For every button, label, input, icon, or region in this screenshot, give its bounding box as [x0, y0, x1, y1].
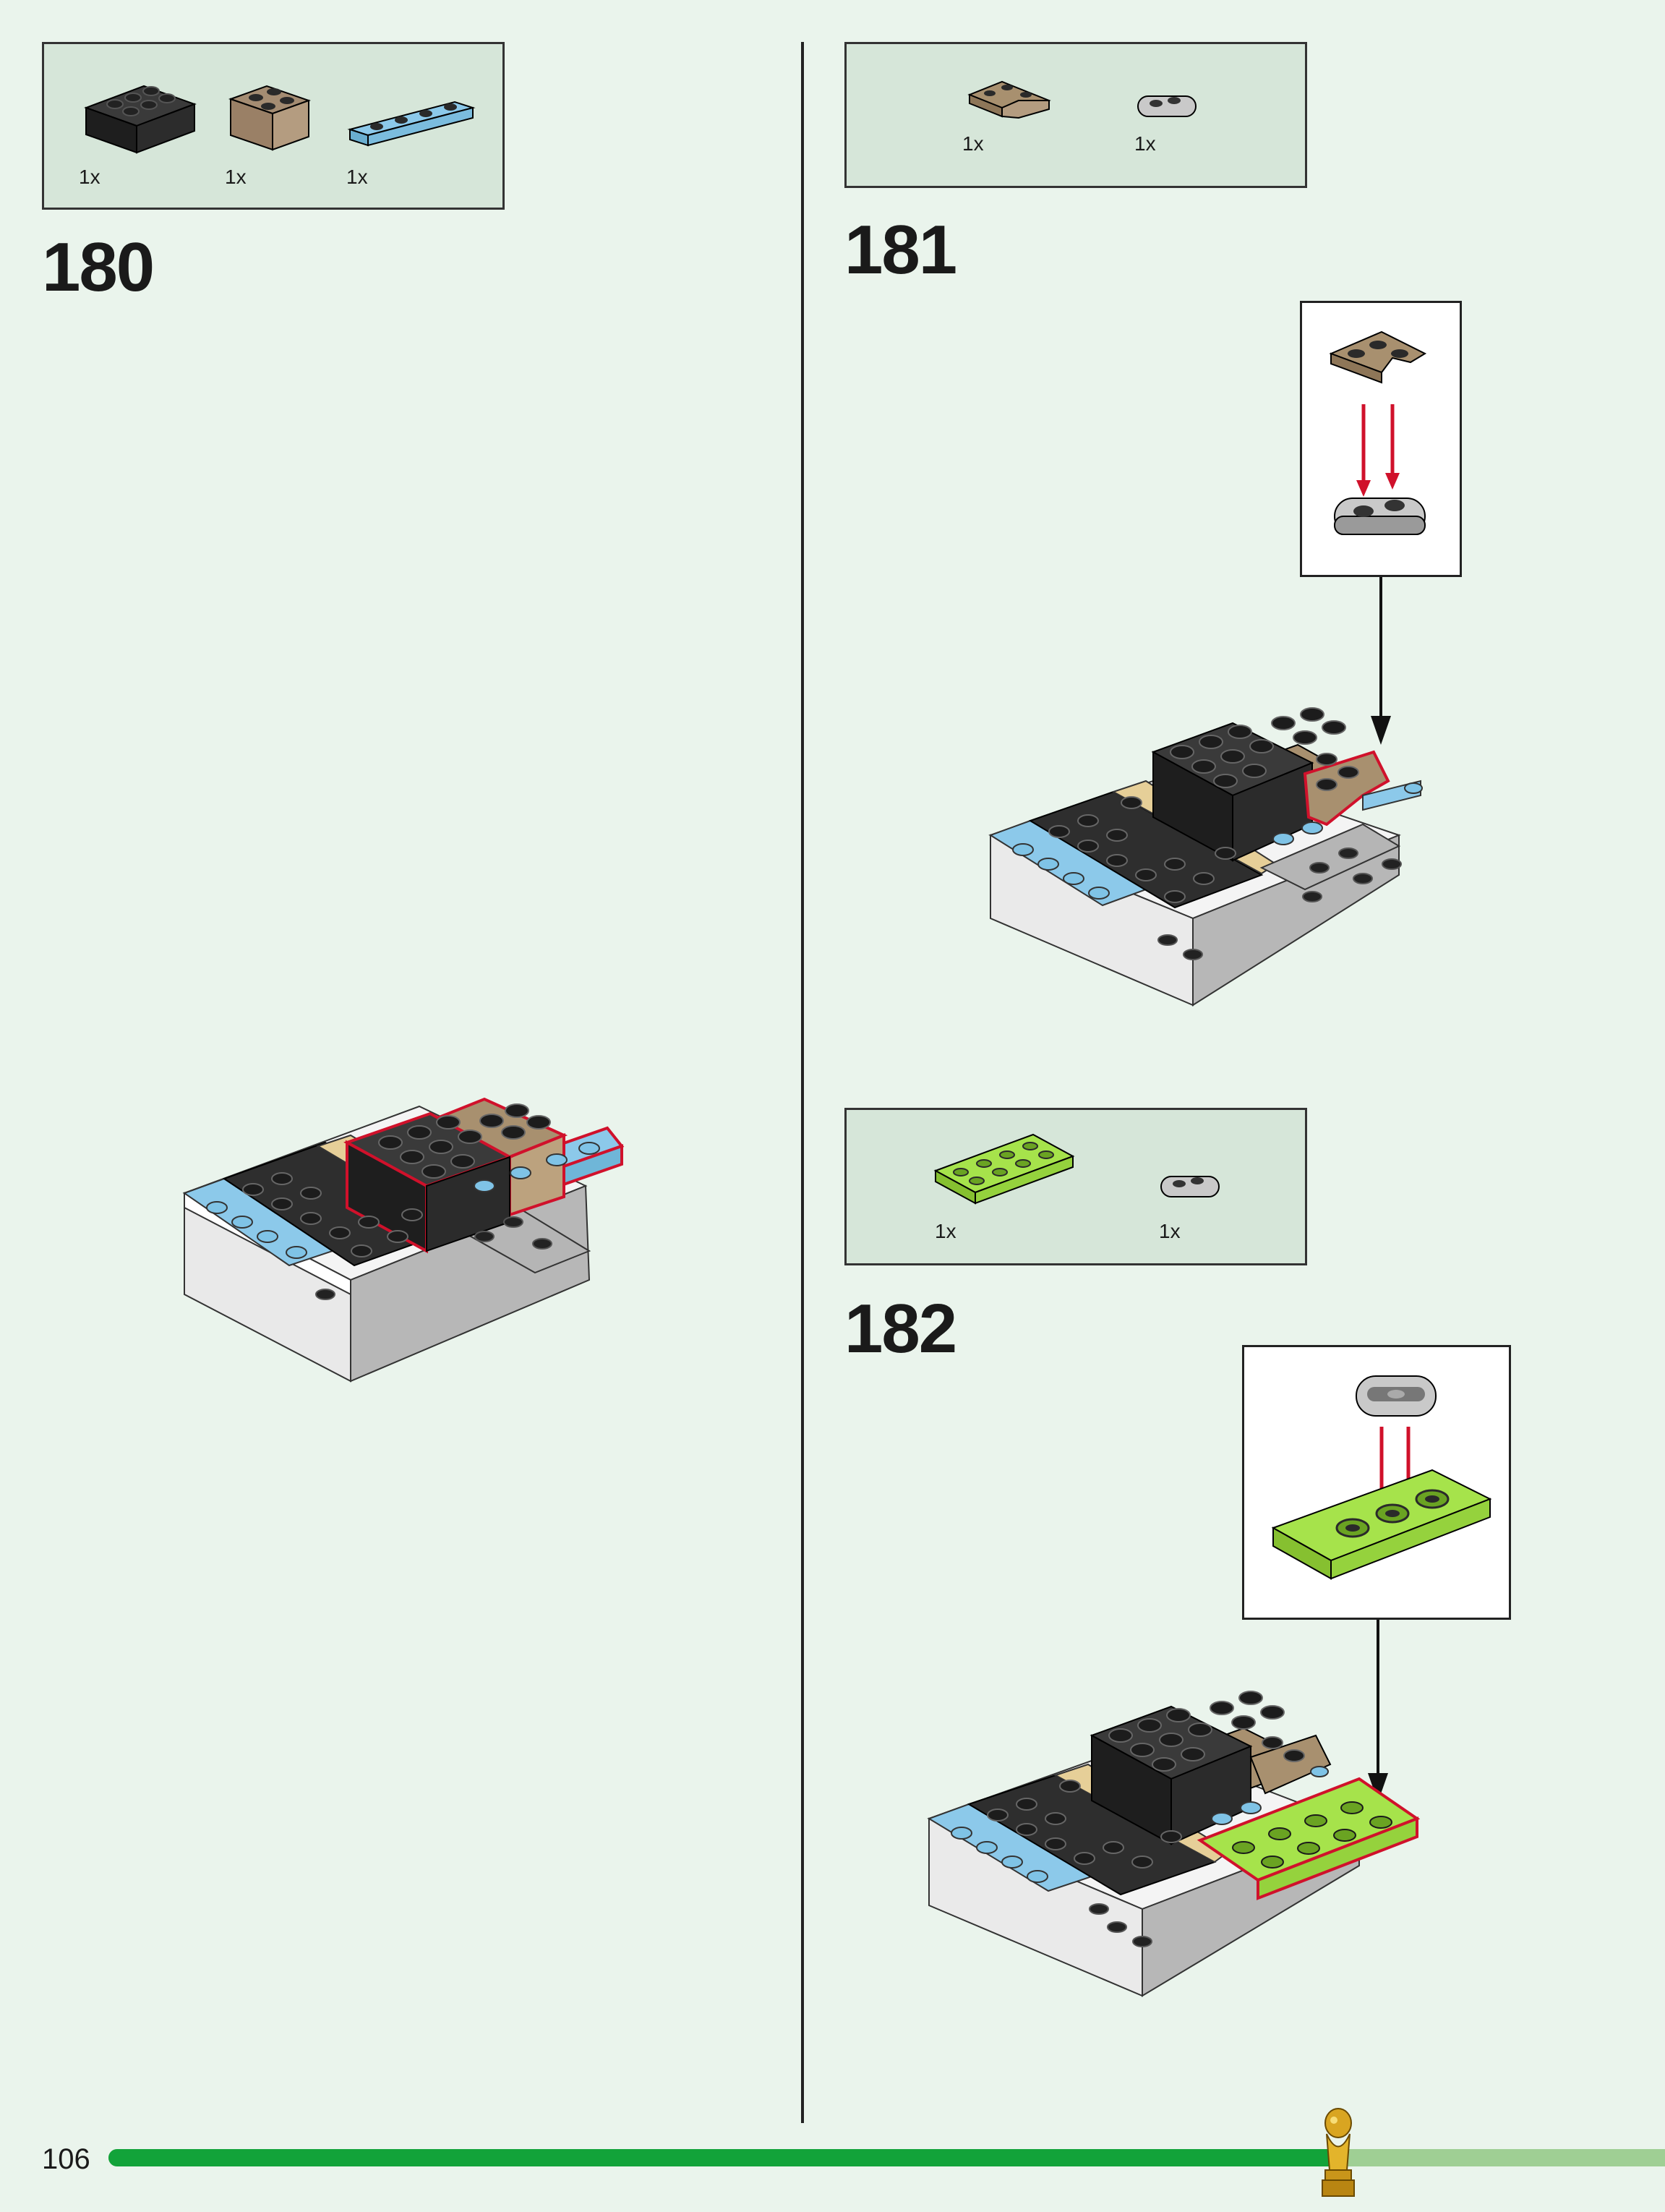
step-number: 182 [844, 1290, 957, 1367]
column-divider [801, 42, 804, 2123]
qty-label: 1x [962, 132, 984, 155]
parts-box-step-180: 1x 1x 1x [42, 42, 505, 210]
assembly-arrow [1371, 577, 1391, 745]
step-number: 180 [42, 229, 155, 306]
progress-completed [108, 2149, 1338, 2166]
qty-label: 1x [1134, 132, 1156, 155]
part-grey-jumper-plate [1160, 1176, 1220, 1197]
red-arrow [1356, 404, 1400, 497]
assembly-arrow [1368, 1620, 1388, 1802]
sub-assembly-callout-182 [1242, 1345, 1511, 1620]
assembly-model-step-180 [182, 1097, 625, 1383]
qty-label: 1x [1159, 1220, 1181, 1242]
part-black-brick-2x3 [84, 85, 197, 154]
page-number: 106 [42, 2143, 90, 2175]
parts-box-step-181: 1x 1x [844, 42, 1307, 188]
qty-label: 1x [346, 166, 368, 188]
qty-label: 1x [79, 166, 100, 188]
part-tan-brick-2x2 [228, 85, 312, 151]
assembly-model-step-181 [988, 707, 1423, 1007]
parts-box-step-182: 1x 1x [844, 1108, 1307, 1265]
callout-grey-jumper-plate [1334, 498, 1426, 535]
part-tan-corner-plate [967, 80, 1051, 119]
assembly-model-step-182 [927, 1691, 1421, 1997]
part-light-blue-plate-1x4 [347, 101, 476, 147]
qty-label: 1x [935, 1220, 956, 1242]
callout-lime-plate [1271, 1469, 1492, 1580]
part-grey-jumper-plate [1137, 95, 1197, 117]
part-lime-plate-2x4 [933, 1133, 1075, 1205]
sub-assembly-callout-181 [1300, 301, 1462, 577]
callout-grey-jumper-plate [1356, 1375, 1437, 1417]
progress-bar [108, 2149, 1665, 2166]
callout-tan-corner-plate [1329, 330, 1427, 384]
trophy-icon [1321, 2108, 1355, 2197]
qty-label: 1x [225, 166, 247, 188]
step-number: 181 [844, 211, 957, 289]
